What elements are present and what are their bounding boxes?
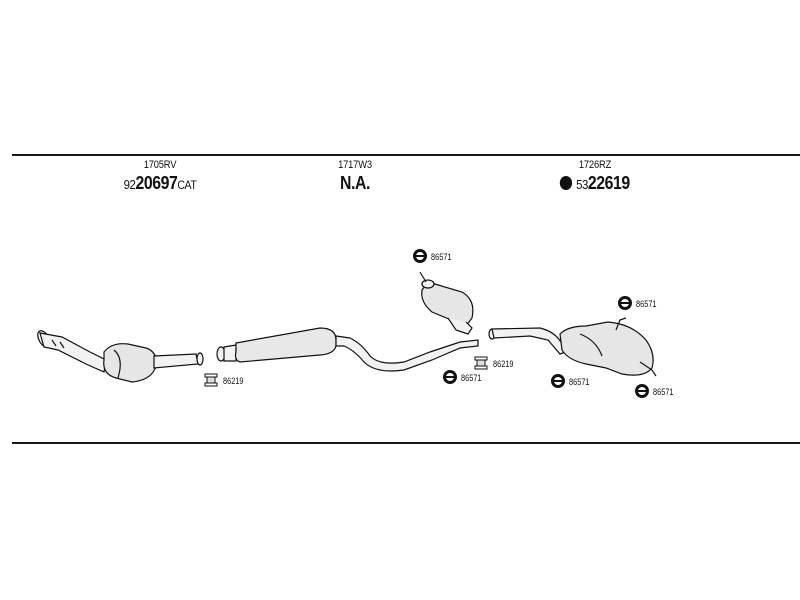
ring-clamp-icon[interactable]: [551, 374, 565, 388]
middle-silencer-pipe[interactable]: [216, 327, 479, 372]
resonator-box[interactable]: [419, 271, 474, 335]
ring-clamp-icon[interactable]: [618, 296, 632, 310]
part-number[interactable]: 9220697CAT: [103, 173, 217, 194]
ring-clamp-icon[interactable]: [635, 384, 649, 398]
part-number-prefix: 53: [576, 177, 588, 192]
ring-clamp-icon[interactable]: [443, 370, 457, 384]
part-number[interactable]: 5322619: [538, 173, 652, 194]
part-number-main: 20697: [135, 173, 178, 193]
section-rear-silencer: 1726RZ 5322619: [530, 159, 660, 194]
rubber-mount-icon[interactable]: [204, 373, 218, 387]
ring-clamp-icon[interactable]: [413, 249, 427, 263]
section-ref: 1705RV: [143, 159, 177, 171]
not-available-label: N.A.: [340, 173, 370, 193]
part-number-main: 22619: [587, 173, 630, 193]
filled-dot-icon: [560, 176, 573, 190]
clamp-label: 86571: [636, 299, 657, 309]
section-ref: 1717W3: [338, 159, 372, 171]
mount-label: 86219: [493, 359, 514, 369]
clamp-label: 86571: [461, 373, 482, 383]
section-ref: 1726RZ: [578, 159, 612, 171]
clamp-label: 86571: [431, 252, 452, 262]
part-number: N.A.: [298, 173, 412, 194]
section-middle-silencer: 1717W3 N.A.: [290, 159, 420, 194]
part-number-prefix: 92: [123, 177, 136, 192]
part-number-suffix: CAT: [177, 178, 197, 192]
clamp-label: 86571: [569, 377, 590, 387]
top-divider: [12, 154, 800, 156]
bottom-divider: [12, 442, 800, 444]
rubber-mount-icon[interactable]: [474, 356, 488, 370]
mount-label: 86219: [223, 376, 244, 386]
section-front-pipe: 1705RV 9220697CAT: [95, 159, 225, 194]
rear-silencer[interactable]: [488, 317, 657, 377]
front-pipe-catalyst[interactable]: [35, 329, 204, 383]
clamp-label: 86571: [653, 387, 674, 397]
